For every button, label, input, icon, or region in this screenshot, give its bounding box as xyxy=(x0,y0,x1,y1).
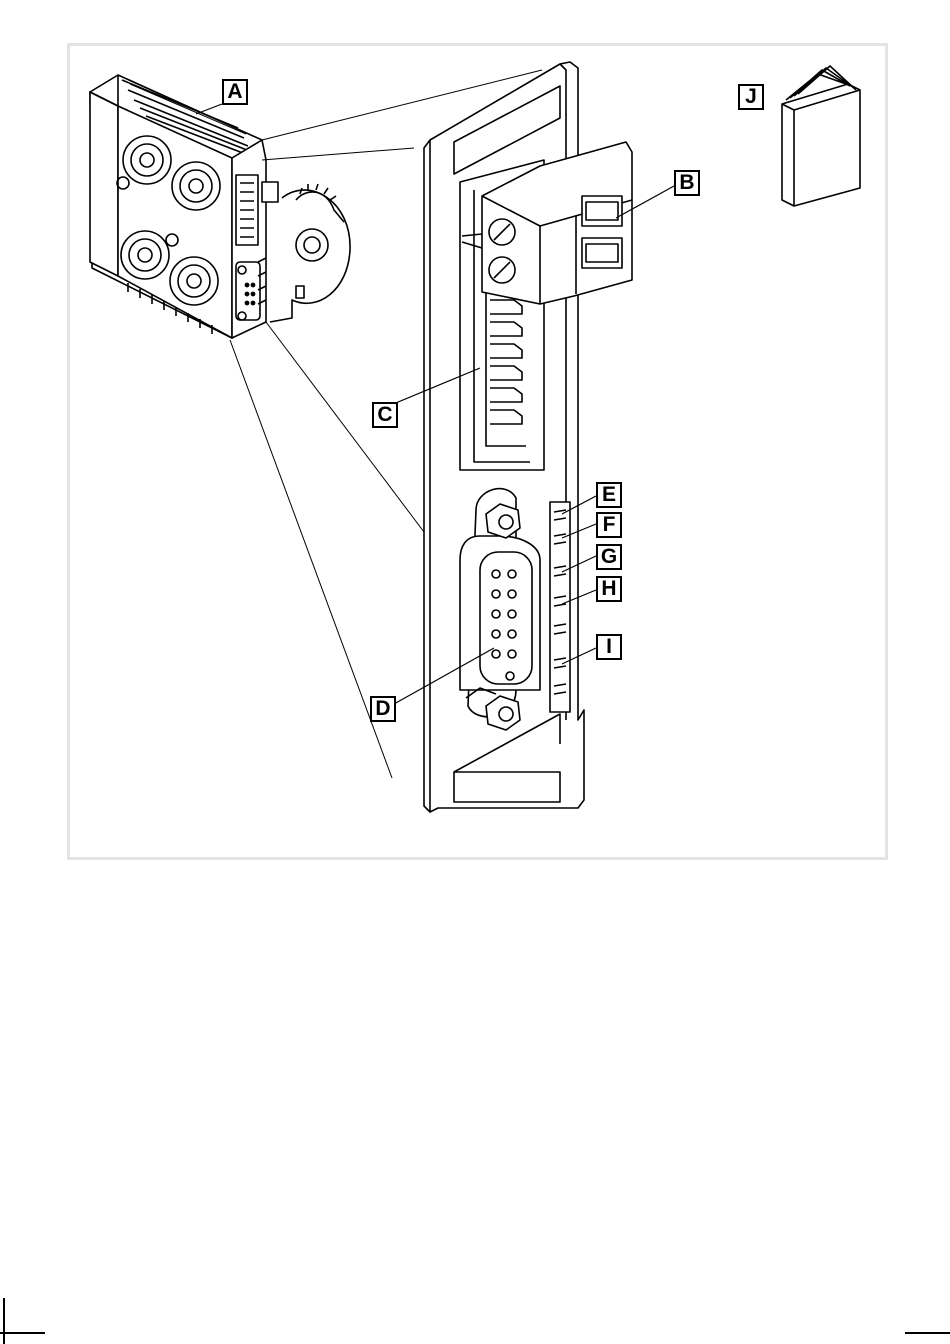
crop-mark-left-horizontal xyxy=(0,1332,45,1334)
booklet xyxy=(782,66,860,206)
crop-mark-right-horizontal xyxy=(905,1332,950,1334)
callout-f: F xyxy=(596,512,622,538)
crop-mark-left-vertical xyxy=(3,1298,5,1344)
communication-module xyxy=(424,62,632,812)
callout-b: B xyxy=(674,170,700,196)
callout-h: H xyxy=(596,576,622,602)
callout-i: I xyxy=(596,634,622,660)
callout-e: E xyxy=(596,482,622,508)
led-strip xyxy=(550,502,570,712)
callout-d: D xyxy=(370,696,396,722)
drive-unit xyxy=(90,75,350,338)
callout-c: C xyxy=(372,402,398,428)
callout-j: J xyxy=(738,84,764,110)
callout-a: A xyxy=(222,79,248,105)
callout-g: G xyxy=(596,544,622,570)
